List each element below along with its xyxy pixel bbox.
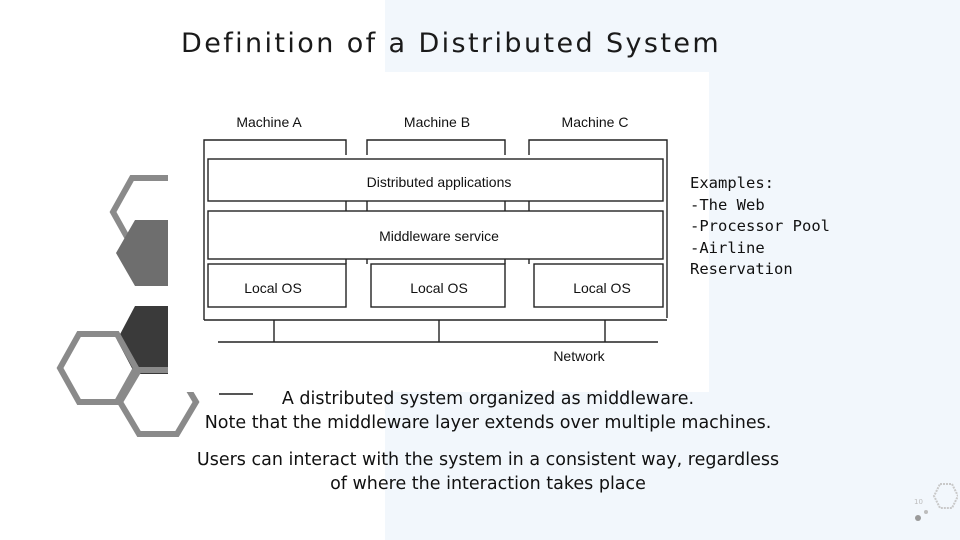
figure-caption: A distributed system organized as middle… [168, 388, 808, 435]
logo-icon: 10 [914, 483, 958, 521]
example-item: Reservation [690, 260, 793, 279]
machine-a-outline [203, 139, 347, 155]
examples-list: Examples: -The Web -Processor Pool -Airl… [690, 173, 830, 281]
example-item: -Processor Pool [690, 217, 830, 236]
slide-title: Definition of a Distributed System [181, 28, 722, 59]
machine-c-outline [528, 139, 668, 318]
page-number: 10 [914, 498, 923, 506]
local-os-box-a [207, 263, 347, 308]
caption-line: Note that the middleware layer extends o… [204, 412, 772, 433]
applications-layer [207, 158, 664, 202]
summary-line: of where the interaction takes place [330, 473, 646, 494]
network-label: Network [553, 348, 605, 364]
local-os-box-c [533, 263, 664, 308]
machine-b-outline [366, 139, 506, 155]
machine-b-label: Machine B [403, 114, 471, 130]
local-os-label-a: Local OS [244, 280, 302, 296]
examples-heading: Examples: [690, 174, 774, 192]
middleware-label: Middleware service [379, 228, 499, 244]
caption-divider [219, 393, 253, 395]
local-os-label-c: Local OS [573, 280, 631, 296]
middleware-layer [207, 210, 664, 260]
local-os-box-b [370, 263, 506, 308]
diagram-lines [203, 139, 668, 343]
example-item: -Airline [690, 238, 765, 257]
summary-line: Users can interact with the system in a … [196, 450, 780, 470]
summary-text: Users can interact with the system in a … [168, 449, 808, 496]
machine-a-label: Machine A [236, 114, 302, 130]
example-item: -The Web [690, 195, 765, 214]
machine-c-label: Machine C [561, 114, 629, 130]
caption-line: A distributed system organized as middle… [281, 389, 695, 409]
local-os-label-b: Local OS [410, 280, 468, 296]
applications-label: Distributed applications [366, 174, 512, 190]
middleware-diagram: Machine A Machine B Machine C Distribute… [168, 72, 709, 392]
